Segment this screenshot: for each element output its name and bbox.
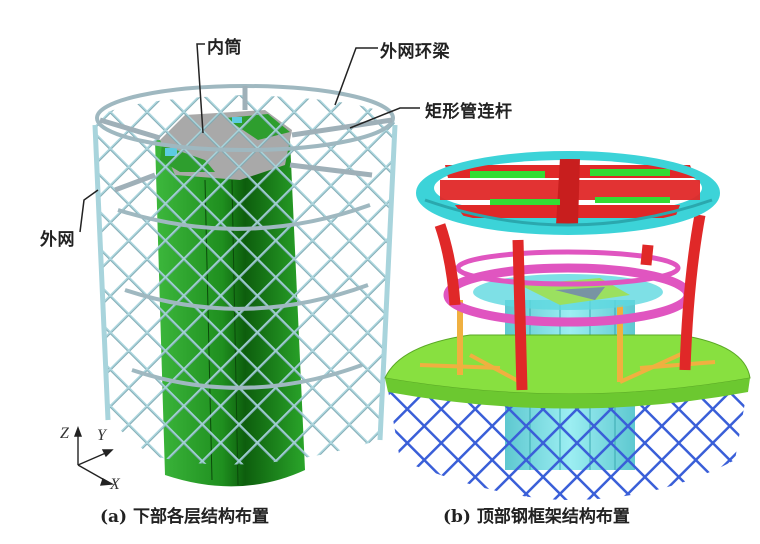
axis-label-y: Y — [97, 427, 106, 444]
label-outer-ring-beam: 外网环梁 — [380, 42, 450, 62]
panel-b-model — [384, 151, 751, 500]
caption-panel-a: (a) 下部各层结构布置 — [100, 507, 270, 527]
caption-panel-b: (b) 顶部钢框架结构布置 — [443, 507, 630, 527]
axis-label-x: X — [110, 476, 120, 493]
panel-a-model — [73, 43, 420, 487]
lower-mesh — [388, 385, 748, 500]
coordinate-axes — [73, 426, 115, 486]
rect-tube-links — [99, 86, 393, 193]
columns — [434, 214, 706, 391]
axis-label-z: Z — [60, 425, 69, 442]
label-inner-core: 内筒 — [207, 38, 242, 58]
label-rect-tube-link: 矩形管连杆 — [425, 102, 513, 122]
leader-lines-a — [79, 43, 420, 233]
outer-mesh — [95, 95, 395, 465]
roof-beams — [440, 158, 700, 225]
label-outer-mesh: 外网 — [40, 230, 75, 250]
